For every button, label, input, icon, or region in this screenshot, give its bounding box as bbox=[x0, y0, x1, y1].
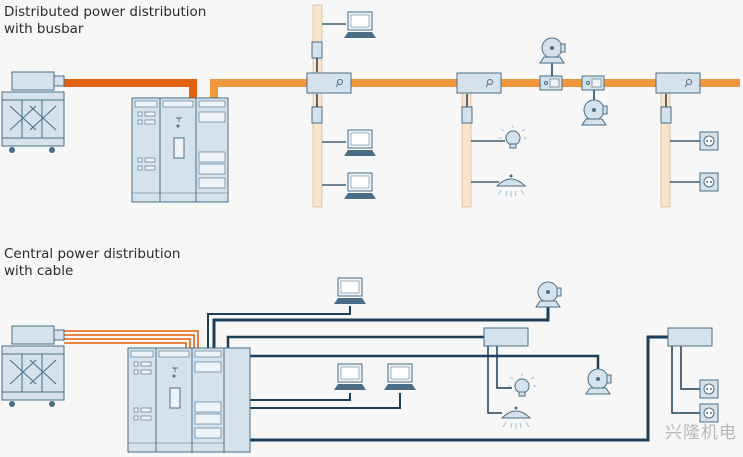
transformer bbox=[1, 325, 65, 408]
switchgear-extra-panel bbox=[223, 347, 251, 453]
distribution-box bbox=[483, 327, 529, 347]
lamp-icon bbox=[498, 124, 528, 149]
computer-icon bbox=[333, 363, 367, 391]
lamp-icon bbox=[507, 372, 537, 397]
motor-icon bbox=[581, 99, 608, 126]
ceiling-light-icon bbox=[496, 174, 526, 198]
socket-icon bbox=[699, 172, 719, 192]
computer-icon bbox=[343, 11, 377, 39]
busbar-title-line2: with busbar bbox=[4, 21, 84, 37]
ceiling-light-icon bbox=[501, 406, 531, 430]
riser-box bbox=[311, 41, 323, 59]
motor-icon bbox=[585, 368, 612, 395]
riser-box bbox=[311, 106, 323, 124]
socket-icon bbox=[699, 379, 719, 399]
cable-title-line2: with cable bbox=[4, 263, 74, 279]
computer-icon bbox=[343, 172, 377, 200]
switchgear bbox=[127, 347, 225, 453]
distribution-box bbox=[667, 327, 713, 347]
cables bbox=[207, 306, 700, 442]
motor-icon bbox=[539, 37, 566, 64]
busbar-title-line1: Distributed power distribution bbox=[4, 4, 207, 20]
watermark: 兴隆机电 bbox=[665, 423, 737, 443]
inline-tap-off bbox=[581, 75, 605, 91]
main-busbar bbox=[210, 79, 740, 101]
computer-icon bbox=[343, 129, 377, 157]
feed-cables bbox=[64, 330, 199, 348]
riser-box bbox=[461, 106, 473, 124]
switchgear bbox=[131, 97, 229, 203]
feed-busbar bbox=[64, 79, 197, 101]
tap-off-box bbox=[456, 72, 502, 94]
busbar-section-title: Distributed power distribution with busb… bbox=[4, 4, 206, 38]
transformer bbox=[1, 71, 65, 154]
inline-tap-off bbox=[539, 75, 563, 91]
tap-off-box bbox=[306, 72, 352, 94]
motor-icon bbox=[535, 281, 562, 308]
riser-box bbox=[660, 106, 672, 124]
computer-icon bbox=[383, 363, 417, 391]
computer-icon bbox=[333, 277, 367, 305]
cable-section bbox=[1, 277, 719, 453]
tap-off-box bbox=[655, 72, 701, 94]
socket-icon bbox=[699, 131, 719, 151]
cable-title-line1: Central power distribution bbox=[4, 246, 181, 262]
busbar-section bbox=[1, 4, 740, 208]
cable-section-title: Central power distribution with cable bbox=[4, 246, 180, 280]
